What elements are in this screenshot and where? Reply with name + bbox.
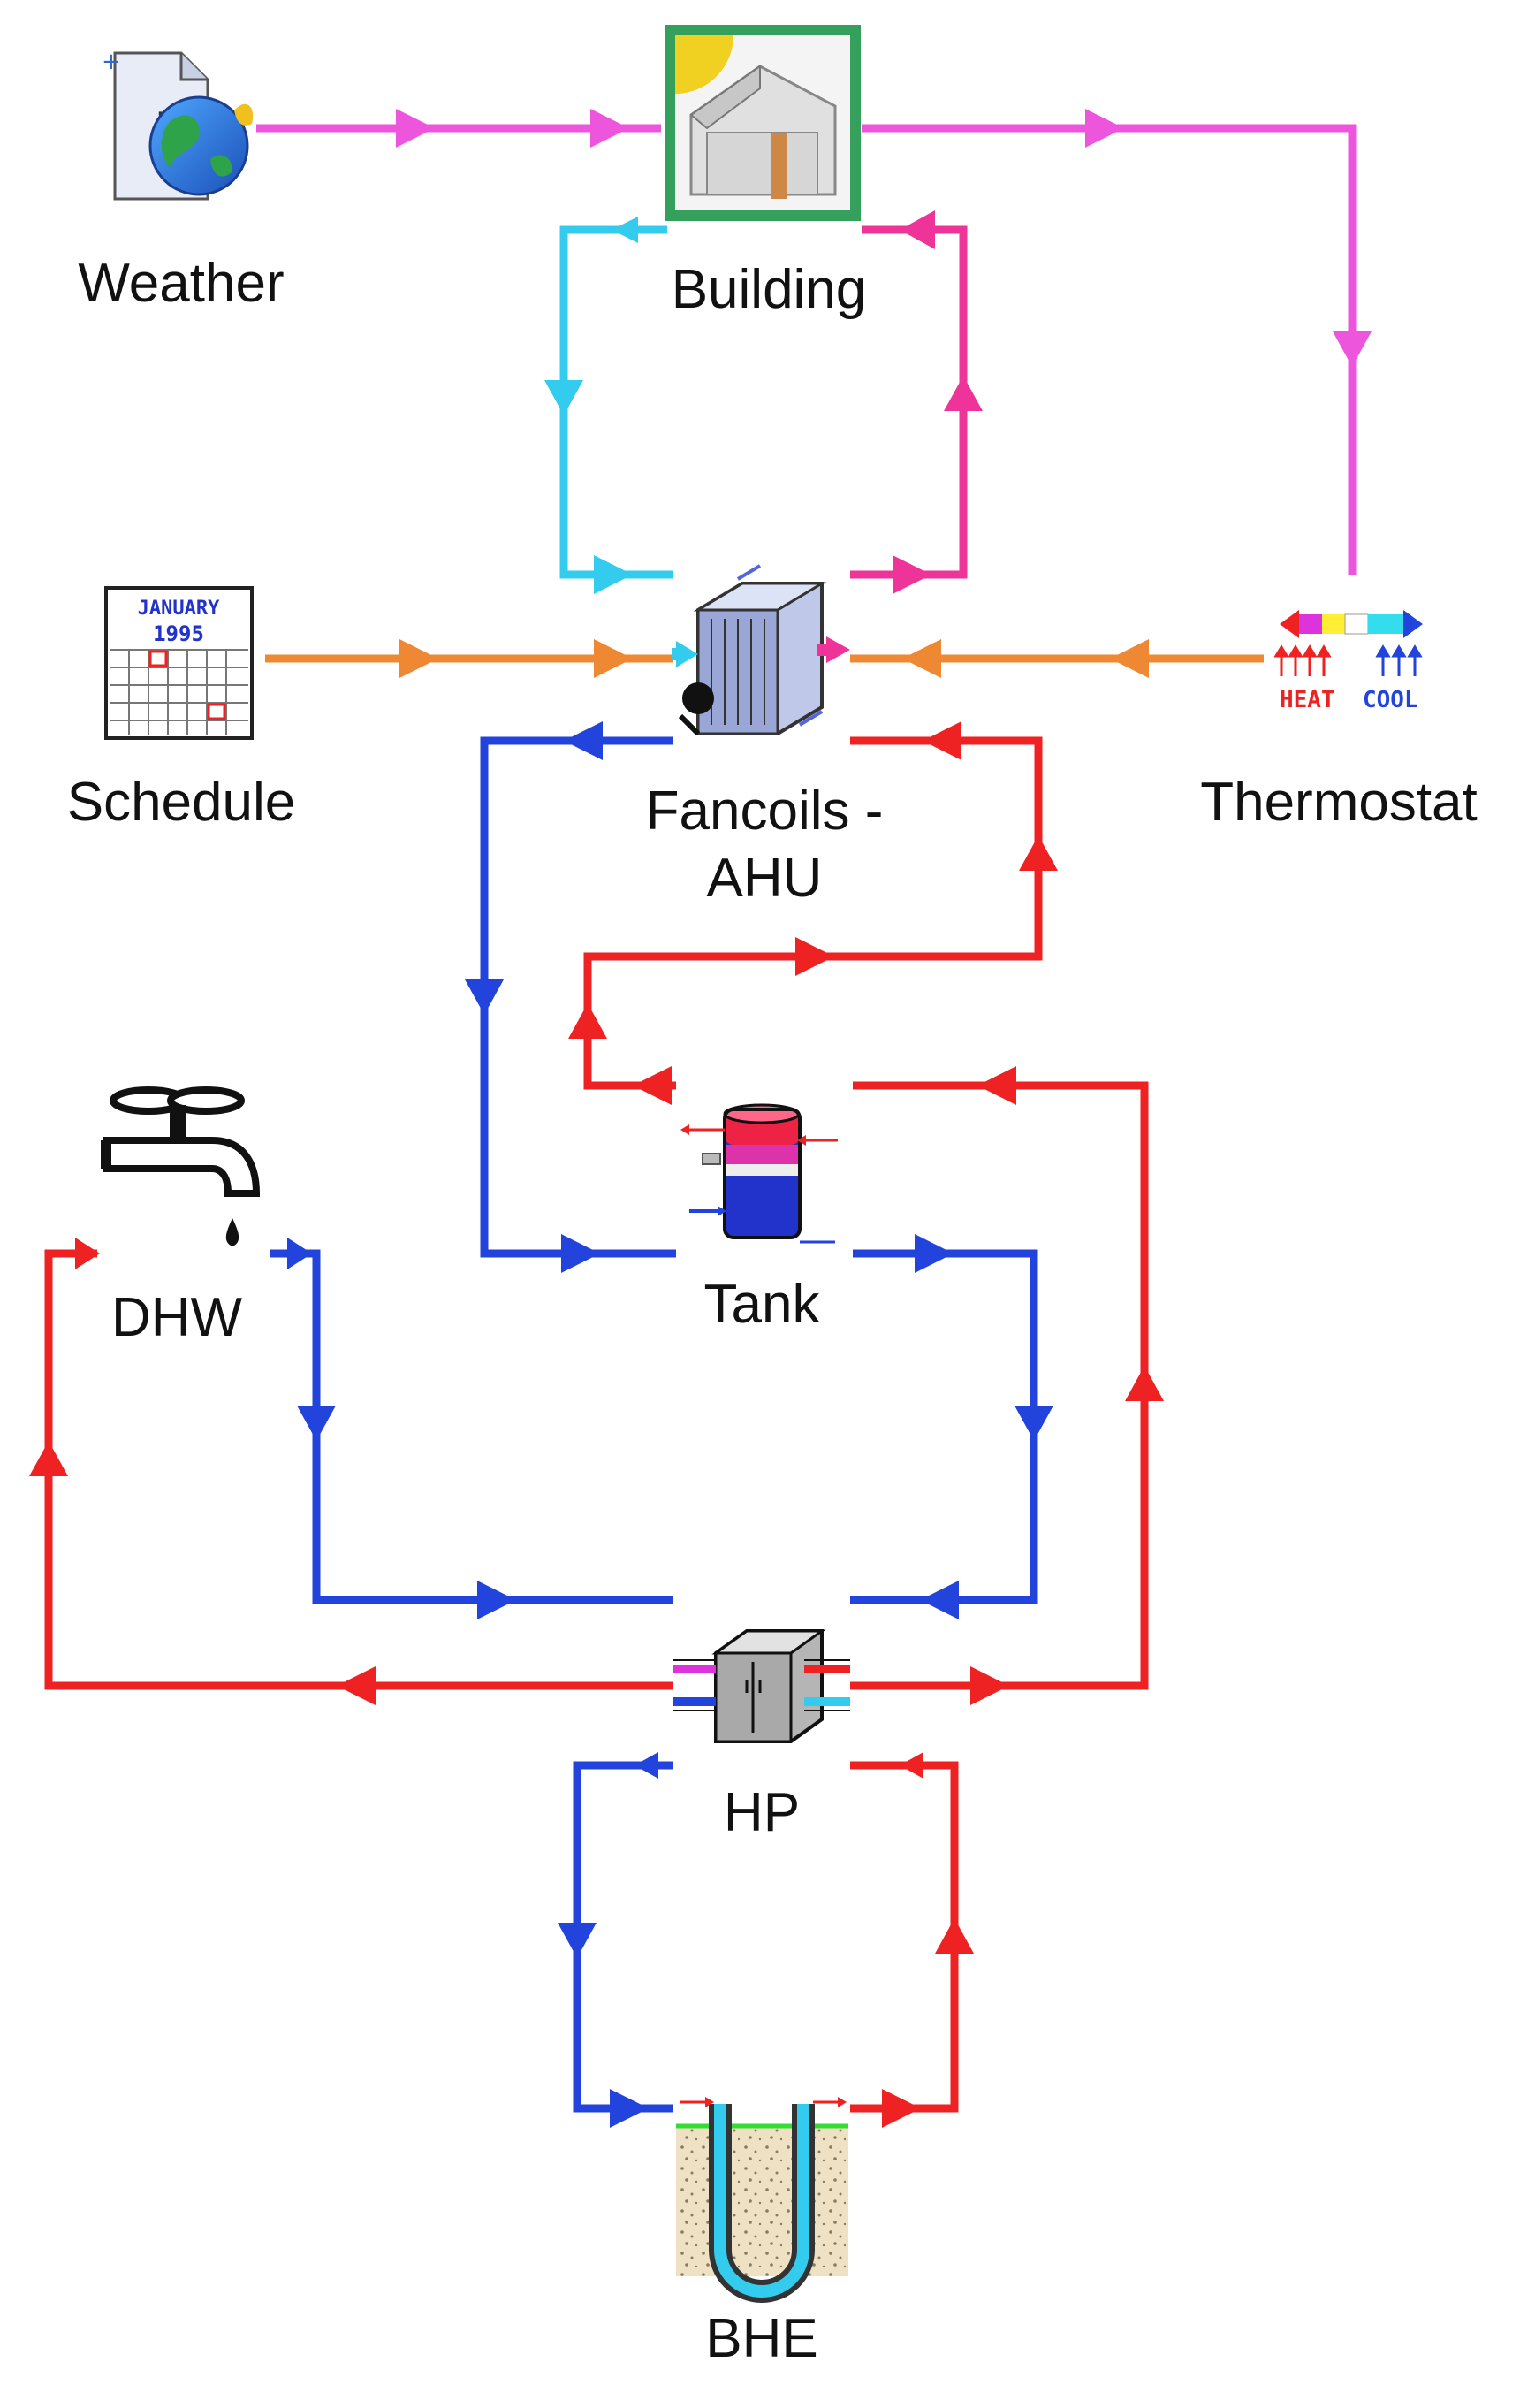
arrow-right [561, 1234, 600, 1273]
air-arrows [544, 210, 983, 594]
arrow-right [477, 1581, 516, 1619]
arrow-right [396, 109, 435, 148]
arrow-right [970, 1666, 1009, 1705]
water-lines [44, 736, 1149, 2113]
arrow-left [564, 721, 603, 760]
fancoil-icon[interactable] [672, 564, 850, 736]
arrow-left [920, 1581, 959, 1619]
arrow-left [337, 1666, 376, 1705]
arrow-left [635, 1752, 658, 1779]
arrow-down [297, 1406, 336, 1441]
arrow-down [544, 380, 583, 415]
faucet-icon[interactable] [101, 1086, 261, 1246]
borehole-heat-exchanger-icon[interactable] [676, 2097, 848, 2303]
arrow-up [1125, 1366, 1164, 1401]
arrow-left [977, 1066, 1016, 1105]
arrow-up [568, 1003, 607, 1039]
heat-pump-icon[interactable] [673, 1629, 850, 1743]
arrow-right [795, 937, 834, 976]
arrow-left [900, 210, 935, 249]
arrow-right [594, 639, 633, 678]
fancoils-label-line2: AHU [706, 848, 823, 909]
bhe-to-hp-line [850, 1761, 959, 2113]
schedule-label: Schedule [66, 772, 296, 833]
weather-icon[interactable]: TMY2 + [102, 49, 254, 201]
tank-label: Tank [703, 1274, 820, 1335]
arrow-right [590, 109, 629, 148]
fancoils-label-line1: Fancoils - [645, 781, 884, 842]
arrow-left [633, 1066, 672, 1105]
arrow-down [1333, 331, 1372, 367]
calendar-month: JANUARY [138, 598, 220, 620]
arrow-right [399, 639, 438, 678]
arrow-up [1019, 835, 1058, 871]
arrow-left [902, 639, 941, 678]
arrow-left [900, 1752, 923, 1779]
arrow-up [944, 376, 983, 411]
calendar-icon[interactable]: JANUARY 1995 [104, 586, 254, 740]
arrow-down [465, 979, 504, 1015]
dhw-label: DHW [110, 1287, 243, 1348]
arrow-right [287, 1238, 312, 1269]
arrow-right [75, 1238, 100, 1269]
arrow-right [594, 555, 633, 594]
building-label: Building [671, 259, 867, 320]
weather-link-arrows [396, 109, 1372, 367]
building-icon[interactable] [665, 25, 861, 221]
arrow-down [558, 1923, 597, 1958]
storage-tank-icon[interactable] [680, 1103, 838, 1244]
arrow-right [610, 2089, 649, 2128]
weather-label: Weather [78, 253, 285, 314]
arrow-left [1110, 639, 1149, 678]
building-to-thermostat-line [862, 124, 1357, 575]
hp-label: HP [723, 1782, 801, 1843]
calendar-year: 1995 [153, 621, 204, 646]
thermostat-heat-text: HEAT [1280, 687, 1335, 713]
arrow-left [923, 721, 961, 760]
arrow-left [612, 217, 638, 243]
water-arrows [29, 721, 1164, 2128]
thermostat-label: Thermostat [1200, 772, 1478, 833]
control-arrows [399, 639, 1149, 678]
hp-supply-to-tank-line [850, 1081, 1149, 1690]
arrow-right [893, 555, 931, 594]
arrow-down [1015, 1406, 1053, 1441]
arrow-right [1085, 109, 1124, 148]
hp-to-bhe-line [573, 1761, 673, 2113]
thermostat-icon[interactable]: HEAT COOL [1273, 610, 1423, 713]
arrow-up [935, 1918, 974, 1954]
dhw-return-to-hp-line [270, 1249, 673, 1604]
bhe-label: BHE [705, 2308, 818, 2369]
arrow-right [915, 1234, 954, 1273]
arrow-up [29, 1441, 68, 1476]
thermostat-cool-text: COOL [1363, 687, 1418, 713]
tank-return-to-hp-line [850, 1249, 1038, 1604]
svg-text:+: + [102, 49, 121, 75]
arrow-right [882, 2089, 921, 2128]
